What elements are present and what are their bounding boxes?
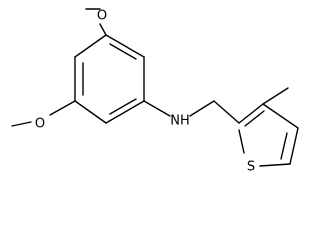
bond (109, 43, 137, 60)
bond (213, 100, 240, 124)
oxygen-label: O (97, 9, 107, 24)
bond (289, 127, 299, 165)
bond (109, 98, 137, 115)
bond (244, 110, 265, 127)
bond-layer (11, 8, 299, 167)
bond (143, 100, 171, 117)
structure-canvas: O O NH S (11, 8, 299, 175)
bond (280, 132, 288, 160)
bond (11, 121, 32, 127)
bond (189, 100, 215, 117)
bond (238, 103, 264, 124)
bond (262, 103, 299, 129)
bond (262, 87, 289, 105)
bond (105, 34, 145, 58)
bond (74, 100, 107, 124)
chemical-structure: O O NH S (11, 8, 299, 175)
bond (74, 34, 107, 58)
sulfur-label: S (247, 160, 255, 175)
bond (105, 100, 145, 124)
bond (49, 100, 76, 116)
bond (259, 163, 291, 167)
atom-label-layer: O O NH S (35, 9, 255, 175)
bond (238, 129, 245, 154)
oxygen-label: O (35, 117, 45, 132)
bond (99, 23, 107, 36)
amine-label: NH (170, 114, 190, 129)
